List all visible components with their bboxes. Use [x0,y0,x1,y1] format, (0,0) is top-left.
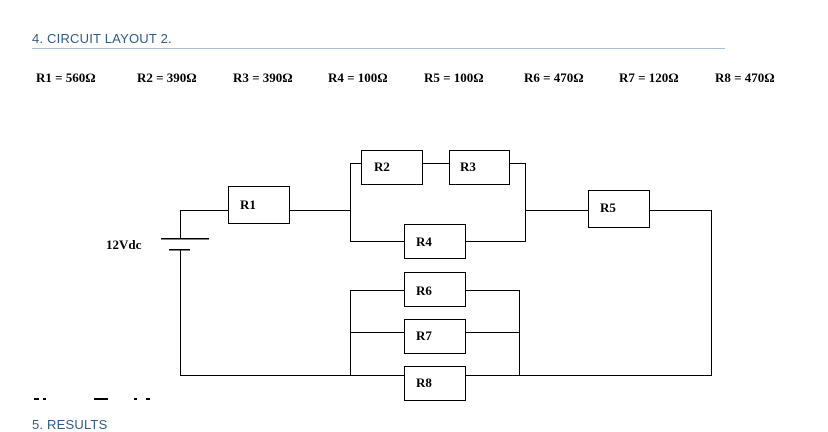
resistor-value-r1: R1 = 560Ω [36,70,96,85]
resistor-r2 [361,150,423,185]
resistor-value-r8: R8 = 470Ω [715,70,775,85]
section-heading-results: 5. RESULTS [32,417,108,432]
label-r1: R1 [240,197,256,212]
label-r4: R4 [416,234,432,249]
wire-lower-right [466,290,520,376]
wire-node-left-upper [350,163,404,242]
resistor-r3 [449,150,510,185]
resistor-r7 [404,319,466,354]
resistor-value-r3: R3 = 390Ω [233,70,293,85]
label-r8: R8 [416,375,432,390]
resistor-r8 [404,366,466,401]
label-r2: R2 [374,159,390,174]
wire-lower-left [350,290,404,376]
resistor-r4 [404,224,466,259]
cut-off-heading-fragment [32,398,172,406]
resistor-value-r4: R4 = 100Ω [328,70,388,85]
resistor-r6 [404,272,466,307]
wire-battery-return [180,250,404,376]
heading-underline [32,48,725,49]
resistor-value-r7: R7 = 120Ω [619,70,679,85]
resistor-r5 [588,190,650,228]
resistor-r1 [228,186,290,224]
wire-r5-right-return [466,210,712,376]
label-r5: R5 [600,200,616,215]
label-r6: R6 [416,283,432,298]
resistor-value-r2: R2 = 390Ω [137,70,197,85]
wire-r3-right [466,163,526,242]
label-r3: R3 [460,159,476,174]
resistor-value-r5: R5 = 100Ω [424,70,484,85]
label-r7: R7 [416,328,432,343]
section-heading-circuit-layout: 4. CIRCUIT LAYOUT 2. [32,31,172,46]
resistor-value-r6: R6 = 470Ω [524,70,584,85]
wire-battery-to-r1 [180,210,228,238]
source-label: 12Vdc [106,237,142,252]
